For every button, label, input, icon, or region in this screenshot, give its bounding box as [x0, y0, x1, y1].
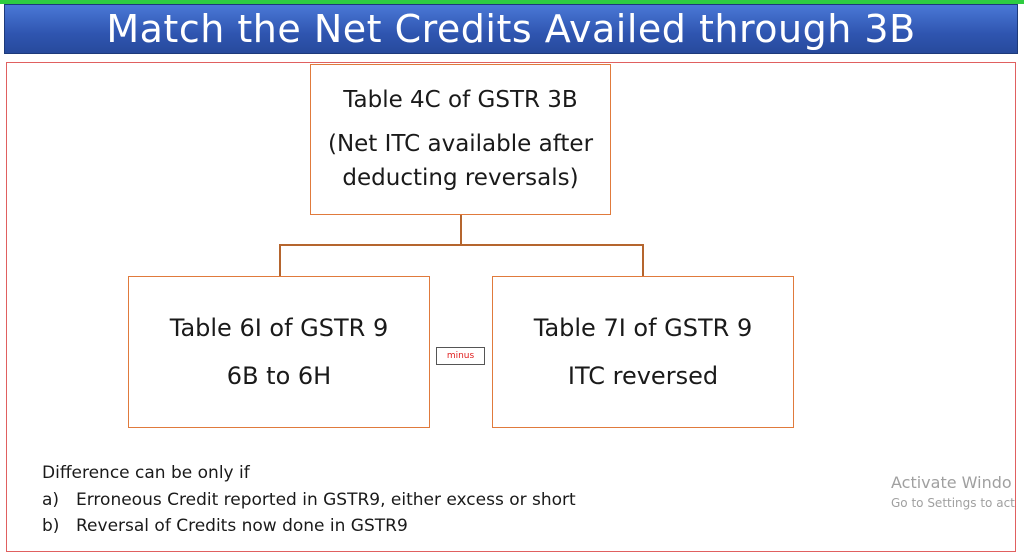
notes-heading: Difference can be only if: [42, 463, 250, 483]
connector-left-drop: [279, 244, 281, 276]
connector-top-vertical: [460, 215, 462, 245]
node-top-desc-1: (Net ITC available after: [327, 130, 594, 157]
list-item: a) Erroneous Credit reported in GSTR9, e…: [42, 490, 576, 510]
slide-title: Match the Net Credits Availed through 3B: [106, 7, 916, 51]
node-left-title: Table 6I of GSTR 9: [169, 314, 389, 342]
title-banner: Match the Net Credits Availed through 3B: [4, 4, 1018, 54]
activate-windows-watermark: Activate Windo Go to Settings to act: [891, 473, 1015, 510]
node-table-6i-gstr9: Table 6I of GSTR 9 6B to 6H: [128, 276, 430, 428]
connector-horizontal: [279, 244, 643, 246]
list-item-text: Reversal of Credits now done in GSTR9: [76, 516, 408, 536]
node-left-desc: 6B to 6H: [226, 362, 332, 390]
node-right-desc: ITC reversed: [567, 362, 719, 390]
node-top-desc-2: deducting reversals): [342, 164, 579, 191]
watermark-line-2: Go to Settings to act: [891, 496, 1015, 510]
watermark-line-1: Activate Windo: [891, 473, 1012, 492]
top-accent-strip: [0, 0, 1024, 4]
list-marker: b): [42, 516, 60, 536]
node-right-title: Table 7I of GSTR 9: [533, 314, 753, 342]
list-item: b) Reversal of Credits now done in GSTR9: [42, 516, 576, 536]
list-marker: a): [42, 490, 60, 510]
minus-operator: minus: [436, 347, 485, 365]
node-table-7i-gstr9: Table 7I of GSTR 9 ITC reversed: [492, 276, 794, 428]
connector-right-drop: [642, 244, 644, 276]
node-table-4c-gstr3b: Table 4C of GSTR 3B (Net ITC available a…: [310, 64, 611, 215]
node-top-title: Table 4C of GSTR 3B: [343, 86, 578, 113]
list-item-text: Erroneous Credit reported in GSTR9, eith…: [76, 490, 576, 510]
difference-notes: Difference can be only if a) Erroneous C…: [42, 463, 576, 542]
